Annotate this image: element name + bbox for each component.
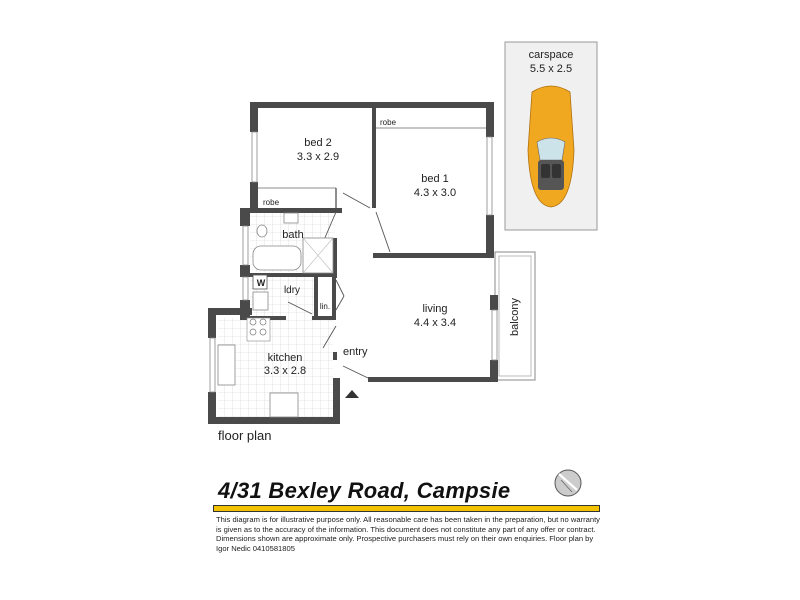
room-name-laundry: ldry: [283, 285, 301, 296]
disclaimer-text: This diagram is for illustrative purpose…: [216, 515, 600, 553]
room-name-balcony: balcony: [509, 298, 521, 336]
room-name-bed2: bed 2: [304, 137, 332, 149]
room-name-entry: entry: [343, 346, 368, 358]
room-dims-living: 4.4 x 3.4: [413, 317, 457, 329]
room-name-carspace: carspace: [528, 49, 574, 61]
room-dims-kitchen: 3.3 x 2.8: [263, 365, 307, 377]
washer-label: W: [256, 278, 266, 288]
room-name-bath: bath: [282, 229, 304, 241]
north-compass-icon: [554, 469, 582, 497]
room-name-living: living: [422, 303, 448, 315]
room-dims-bed1: 4.3 x 3.0: [413, 187, 457, 199]
property-address-title: 4/31 Bexley Road, Campsie: [218, 478, 511, 503]
room-name-bed1: bed 1: [421, 173, 449, 185]
room-name-robe-bed2: robe: [263, 198, 280, 207]
accent-bar: [213, 505, 600, 512]
room-name-linen: lin.: [319, 302, 331, 311]
room-name-robe-bed1: robe: [380, 118, 397, 127]
room-dims-carspace: 5.5 x 2.5: [529, 63, 573, 75]
car-icon: [527, 85, 575, 208]
floor-plan-label: floor plan: [218, 428, 272, 443]
room-name-kitchen: kitchen: [267, 352, 303, 364]
room-dims-bed2: 3.3 x 2.9: [296, 151, 340, 163]
